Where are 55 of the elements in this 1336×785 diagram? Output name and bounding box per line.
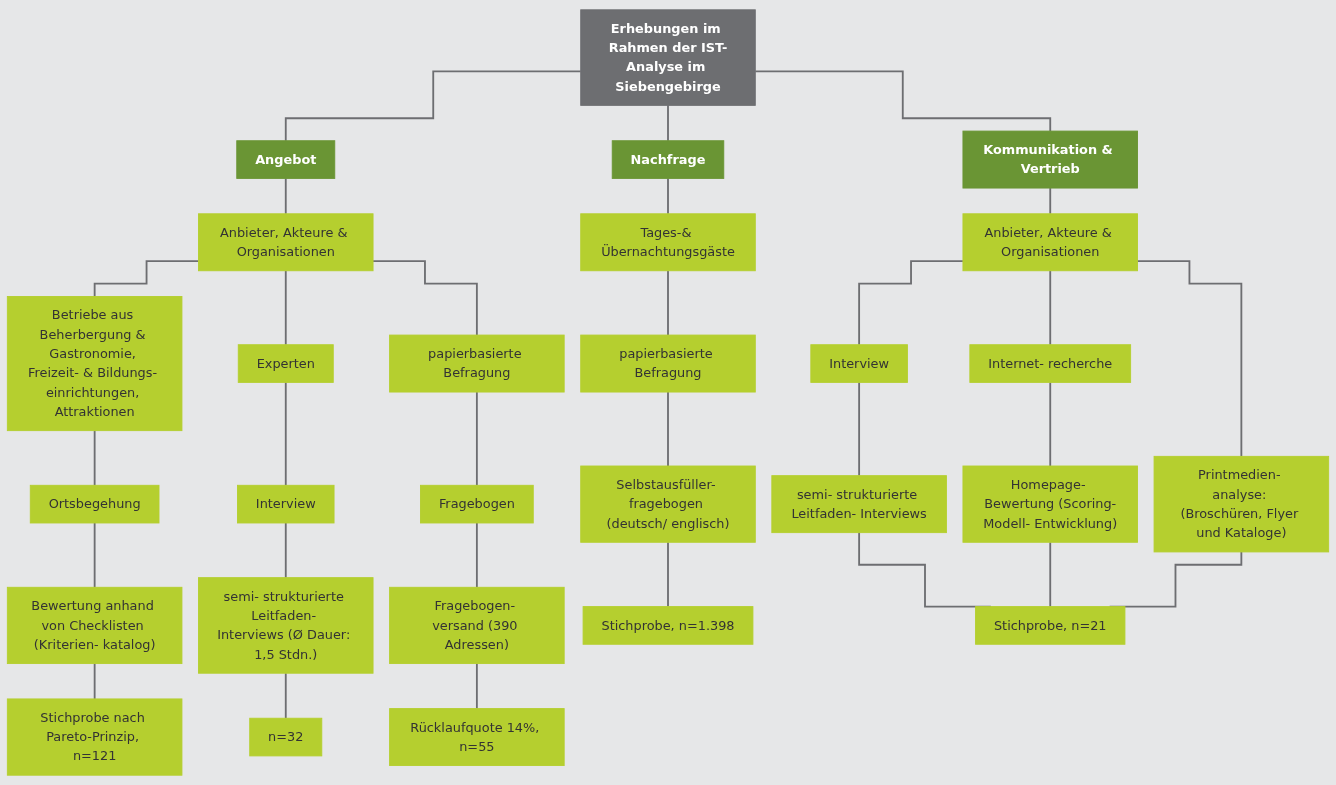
node-box: Stichprobe, n=1.398 xyxy=(582,606,754,645)
node-box: Tages-& Übernachtungsgäste xyxy=(580,213,756,272)
connector xyxy=(475,662,478,710)
node-box: Fragebogen- versand (390 Adressen) xyxy=(389,586,565,664)
node-box: Betriebe aus Beherbergung & Gastronomie, Freizeit- & Bildungs- einrichtungen, Attraktionen xyxy=(6,296,183,432)
node-box: papierbasierte Befragung xyxy=(389,334,565,393)
connector xyxy=(93,522,96,589)
node-box: Stichprobe nach Pareto-Prinzip, n=121 xyxy=(6,698,183,776)
connector xyxy=(93,260,200,298)
connector xyxy=(1049,187,1052,215)
connector xyxy=(667,104,669,142)
connector xyxy=(1049,381,1052,467)
node-box: Homepage- Bewertung (Scoring-Modell- Entwicklung) xyxy=(962,465,1138,543)
node-box: semi- strukturierte Leitfaden- Interviews xyxy=(771,475,947,534)
node-box: Bewertung anhand von Checklisten (Kriterien- katalog) xyxy=(6,586,183,664)
connector xyxy=(1049,541,1052,608)
node-box: Anbieter, Akteure & Organisationen xyxy=(962,213,1138,272)
connector xyxy=(372,260,478,336)
node-box: Experten xyxy=(237,344,334,383)
node-box: Interview xyxy=(237,484,335,524)
node-box: Angebot xyxy=(236,140,336,179)
node-box: Stichprobe, n=21 xyxy=(975,606,1126,645)
connector xyxy=(284,70,582,142)
connector xyxy=(667,391,669,467)
connector xyxy=(1049,269,1052,346)
connector xyxy=(475,391,478,487)
connector xyxy=(475,522,478,589)
node-box: Ortsbegehung xyxy=(29,484,160,524)
node-box: Printmedien- analyse: (Broschüren, Flyer und Kataloge) xyxy=(1153,455,1330,553)
node-box: Erhebungen im Rahmen der IST-Analyse im Siebengebirge xyxy=(580,9,756,106)
node-box: Internet- recherche xyxy=(969,344,1132,383)
connector xyxy=(93,429,96,487)
connector xyxy=(284,522,287,579)
node-box: Kommunikation & Vertrieb xyxy=(962,130,1138,189)
node-box: Rücklaufquote 14%, n=55 xyxy=(389,708,565,766)
node-box: semi- strukturierte Leitfaden- Interviews (Ø Dauer: 1,5 Stdn.) xyxy=(198,577,374,674)
connector xyxy=(667,541,669,608)
connector xyxy=(93,662,96,700)
node-box: Nachfrage xyxy=(611,140,725,179)
connector xyxy=(284,269,287,346)
node-box: Anbieter, Akteure & Organisationen xyxy=(198,213,374,272)
node-box: Fragebogen xyxy=(420,484,534,524)
connector xyxy=(667,269,669,336)
connector xyxy=(858,260,964,346)
connector xyxy=(284,381,287,487)
connector xyxy=(754,70,1052,132)
connector xyxy=(284,177,287,215)
connector xyxy=(1136,260,1243,458)
connector xyxy=(667,177,669,215)
node-box: Selbstausfüller- fragebogen (deutsch/ englisch) xyxy=(580,465,756,543)
connector xyxy=(284,672,287,720)
node-box: n=32 xyxy=(249,717,323,757)
node-box: papierbasierte Befragung xyxy=(580,334,756,393)
connector xyxy=(858,381,861,477)
node-box: Interview xyxy=(810,344,908,383)
